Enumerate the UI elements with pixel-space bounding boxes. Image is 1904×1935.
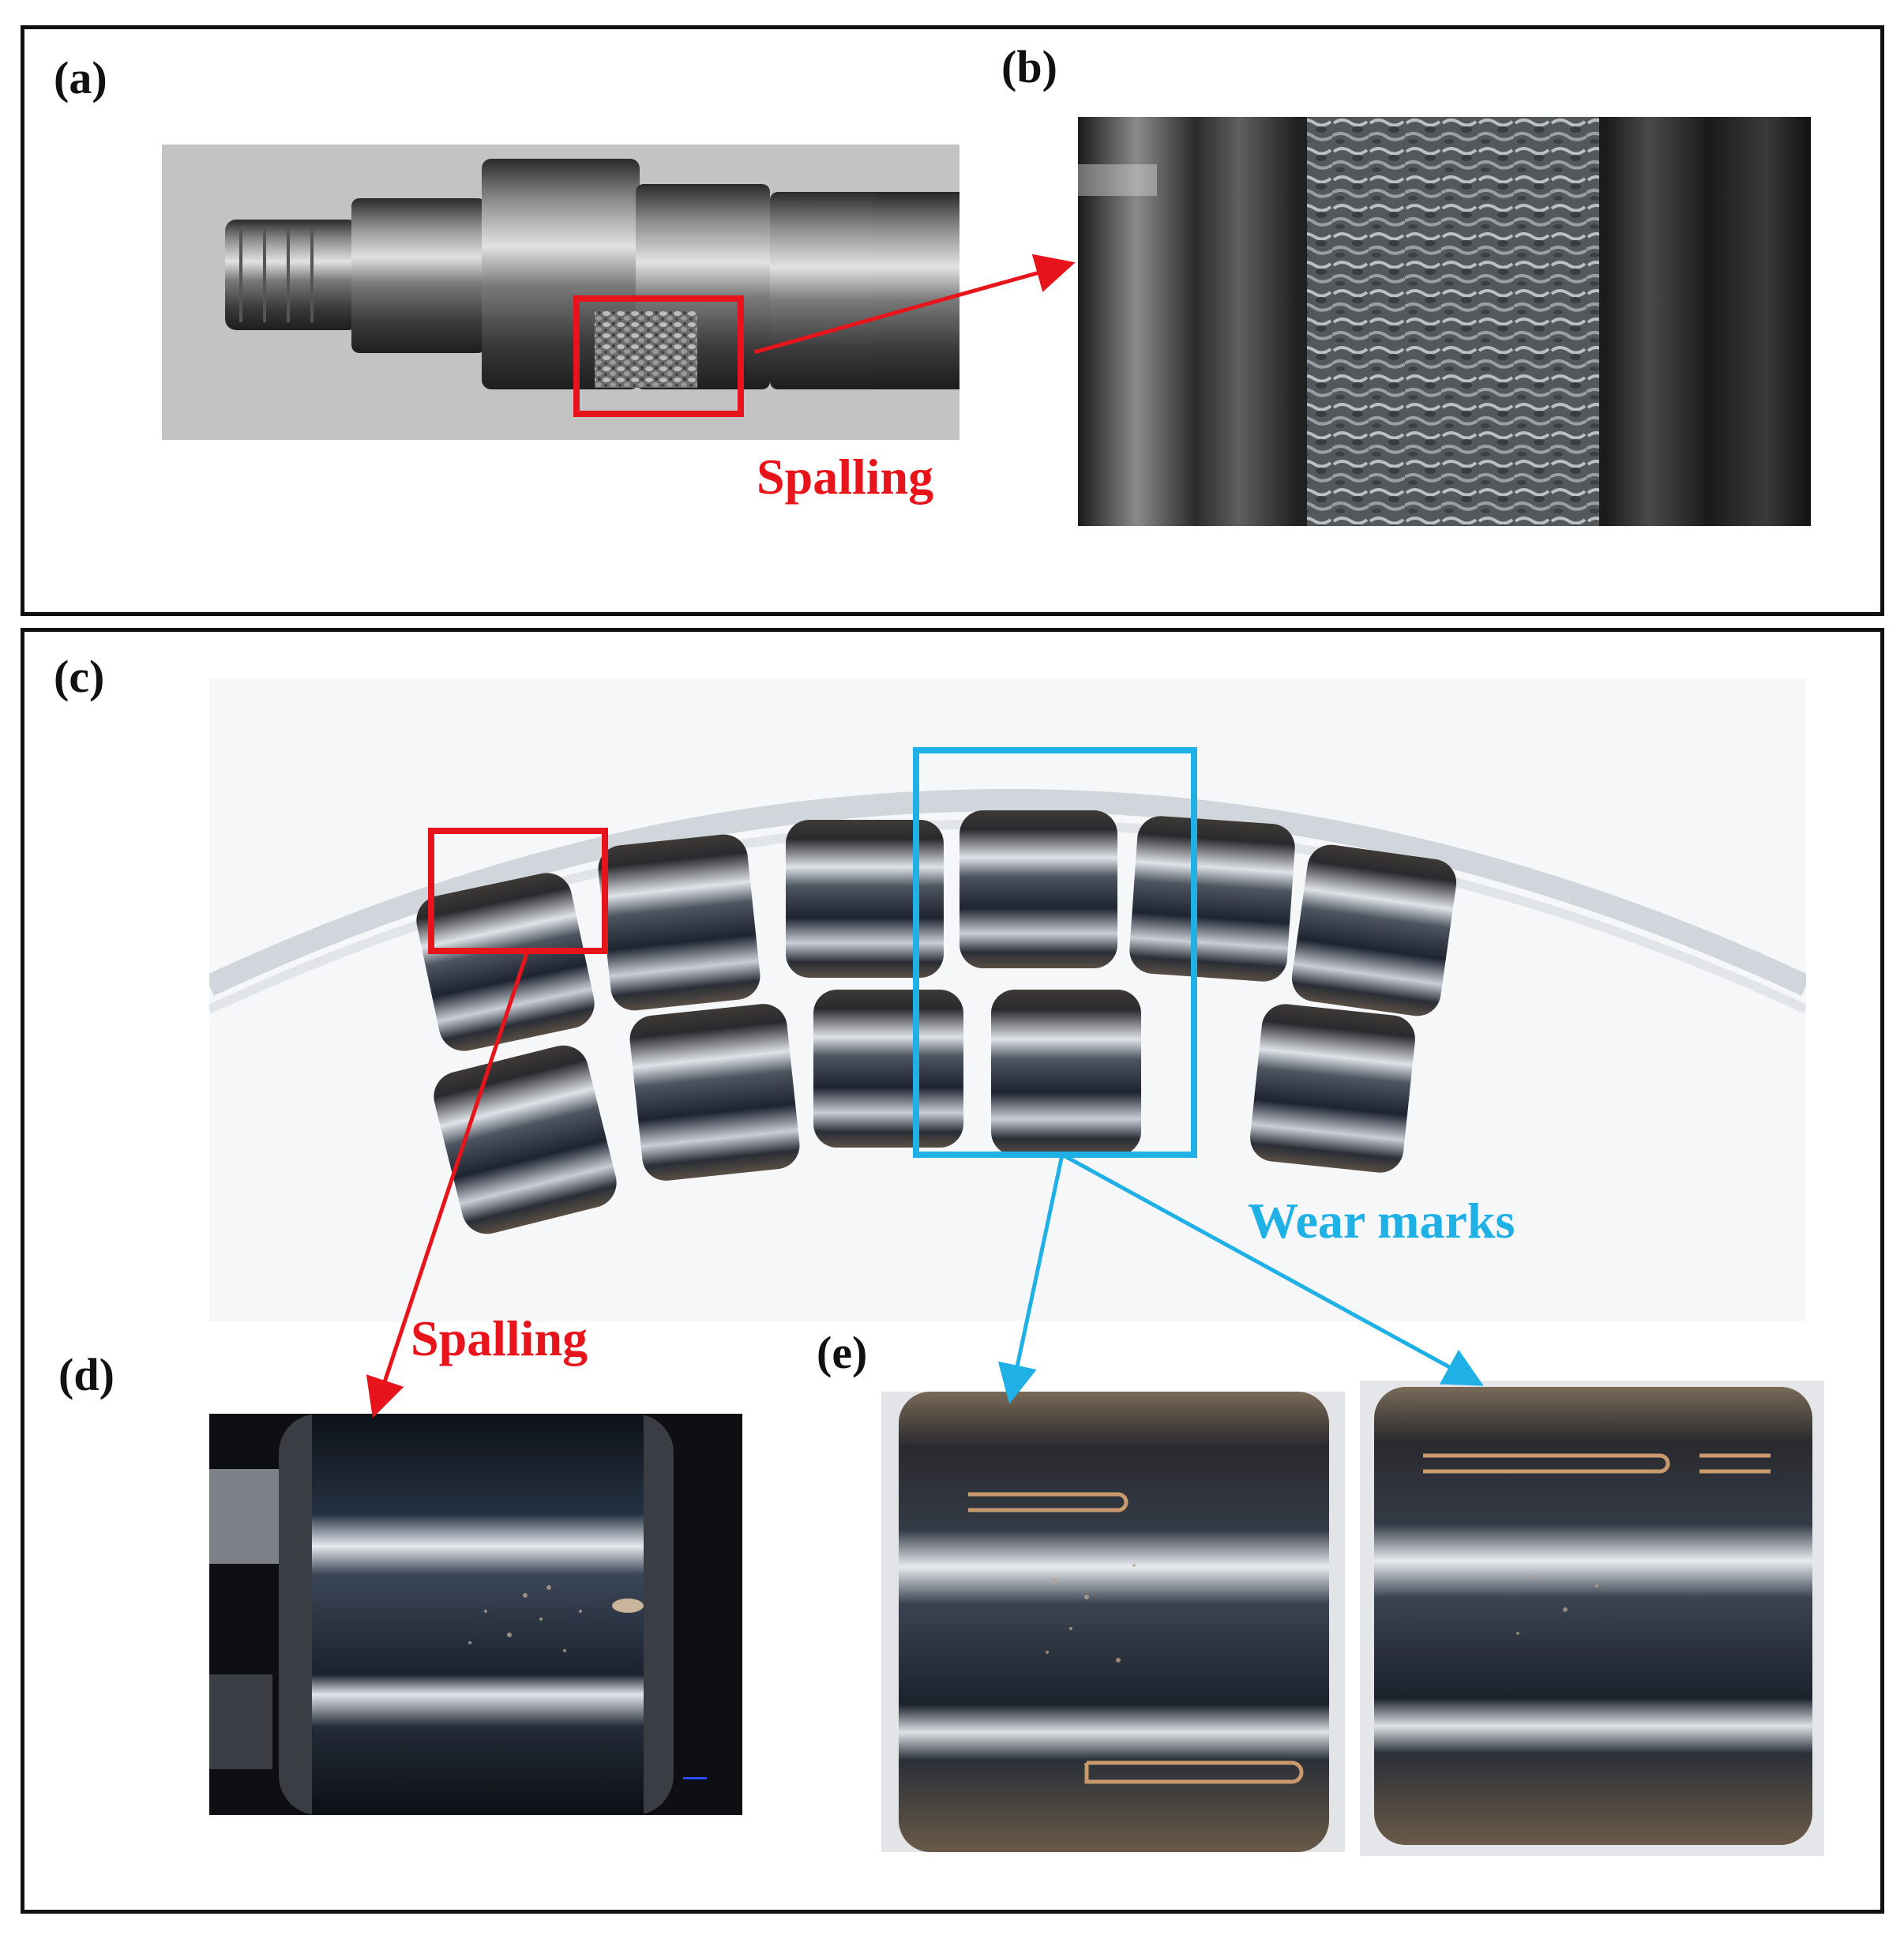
panel-label-c: (c) — [54, 651, 105, 702]
spalling-closeup-photo — [1078, 117, 1811, 526]
worn-roller-photo-left — [881, 1392, 1345, 1852]
spalling-label-top: Spalling — [757, 449, 934, 505]
panel-label-a: (a) — [54, 52, 107, 103]
panel-label-d: (d) — [58, 1349, 115, 1400]
rollers-cage-photo — [209, 678, 1806, 1321]
panel-label-e: (e) — [817, 1327, 868, 1378]
wear-marks-label: Wear marks — [1248, 1193, 1515, 1249]
worn-roller-photo-right — [1360, 1381, 1824, 1856]
spalling-label-bottom: Spalling — [411, 1310, 588, 1366]
panel-label-b: (b) — [1001, 41, 1057, 92]
spalled-roller-photo — [209, 1414, 742, 1815]
shaft-photo — [162, 145, 960, 440]
